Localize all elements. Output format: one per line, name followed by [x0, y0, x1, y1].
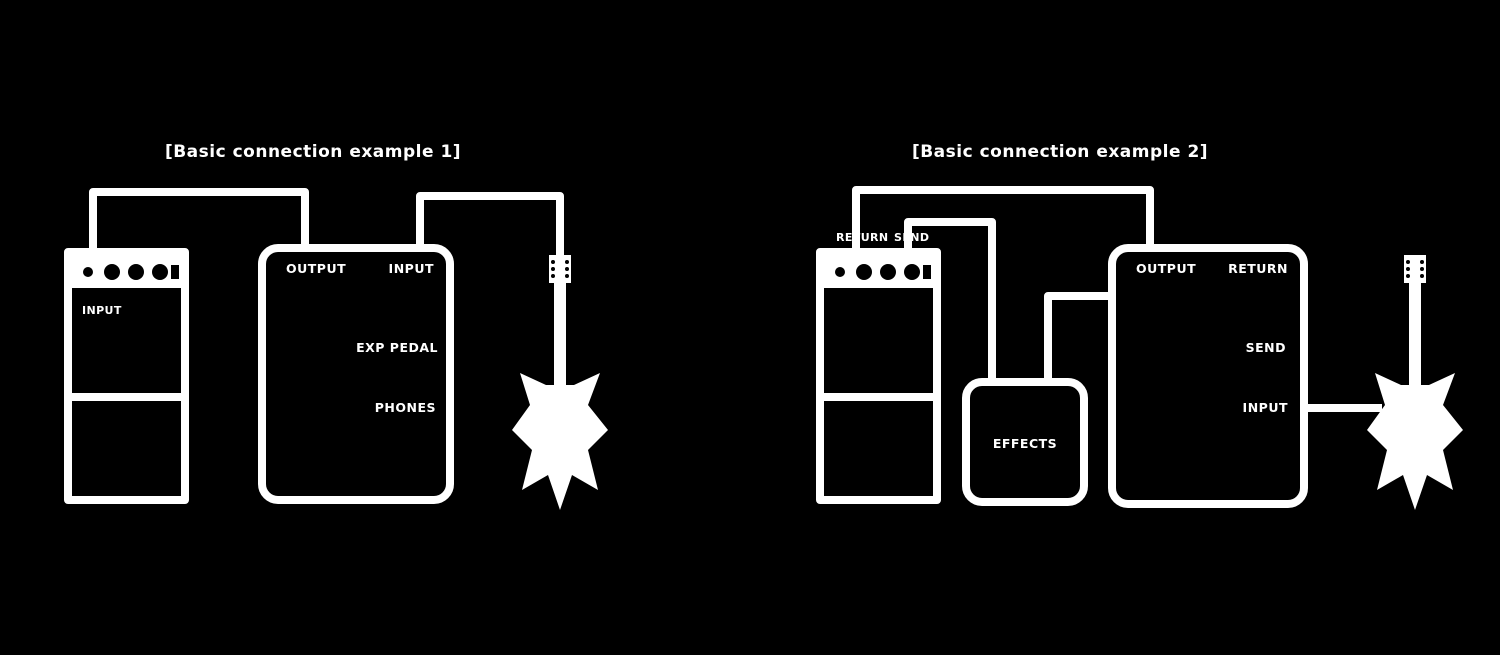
multi-effects-unit: OUTPUT RETURN SEND INPUT — [1108, 244, 1308, 508]
effects-input-label: INPUT — [1243, 400, 1288, 415]
guitar-tuner — [551, 267, 555, 271]
effects-output-label: OUTPUT — [1136, 261, 1196, 276]
left-diagram: [Basic connection example 1] INPUT OUTPU… — [64, 142, 608, 510]
effects-unit-body — [258, 244, 454, 504]
amp-body — [64, 248, 189, 504]
amp-body — [816, 248, 941, 504]
amp-knob — [904, 264, 920, 280]
electric-guitar — [1367, 255, 1463, 510]
amp-indicator — [835, 267, 845, 277]
amp-input-jack — [171, 265, 179, 279]
effects-return-label: RETURN — [1228, 261, 1288, 276]
amp-send-label: SEND — [894, 231, 929, 244]
amp-input-jack — [923, 265, 931, 279]
cable-amp-return-to-effects-output — [852, 186, 1154, 252]
effects-phones-label: PHONES — [375, 400, 436, 415]
guitar-tuner — [551, 260, 555, 264]
cable-amp-to-effects-unit — [89, 188, 309, 252]
effects-exp-pedal-label: EXP PEDAL — [356, 340, 438, 355]
guitar-amp: INPUT — [64, 248, 189, 504]
right-diagram-title: [Basic connection example 2] — [912, 142, 1208, 162]
guitar-neck — [554, 281, 566, 387]
effects-input-label: INPUT — [389, 261, 434, 276]
amp-knob — [152, 264, 168, 280]
guitar-tuner — [565, 260, 569, 264]
guitar-tuner — [1420, 260, 1424, 264]
guitar-tuner — [1420, 274, 1424, 278]
pedal-body — [962, 378, 1088, 506]
guitar-body — [1367, 373, 1463, 510]
amp-knob — [104, 264, 120, 280]
effects-send-label: SEND — [1246, 340, 1286, 355]
amp-knob — [856, 264, 872, 280]
guitar-body — [512, 373, 608, 510]
amp-input-label: INPUT — [82, 304, 122, 317]
cable-guitar-to-effects-unit — [416, 192, 564, 258]
guitar-tuner — [565, 267, 569, 271]
guitar-tuner — [551, 274, 555, 278]
electric-guitar — [512, 255, 608, 510]
right-diagram: [Basic connection example 2] RETURN SEND — [816, 142, 1463, 510]
effects-output-label: OUTPUT — [286, 261, 346, 276]
guitar-amp: RETURN SEND — [816, 231, 941, 504]
cable-amp-send-to-pedal — [904, 218, 996, 380]
effects-unit-body — [1108, 244, 1308, 508]
amp-indicator — [83, 267, 93, 277]
external-pedal: EFFECTS — [962, 378, 1088, 506]
left-diagram-title: [Basic connection example 1] — [165, 142, 461, 162]
guitar-neck — [1409, 281, 1421, 387]
guitar-tuner — [1420, 267, 1424, 271]
guitar-tuner — [565, 274, 569, 278]
pedal-label: EFFECTS — [993, 436, 1057, 451]
amp-knob — [128, 264, 144, 280]
guitar-tuner — [1406, 267, 1410, 271]
multi-effects-unit: OUTPUT INPUT EXP PEDAL PHONES — [258, 244, 454, 504]
amp-knob — [880, 264, 896, 280]
guitar-tuner — [1406, 274, 1410, 278]
guitar-tuner — [1406, 260, 1410, 264]
amp-return-label: RETURN — [836, 231, 889, 244]
